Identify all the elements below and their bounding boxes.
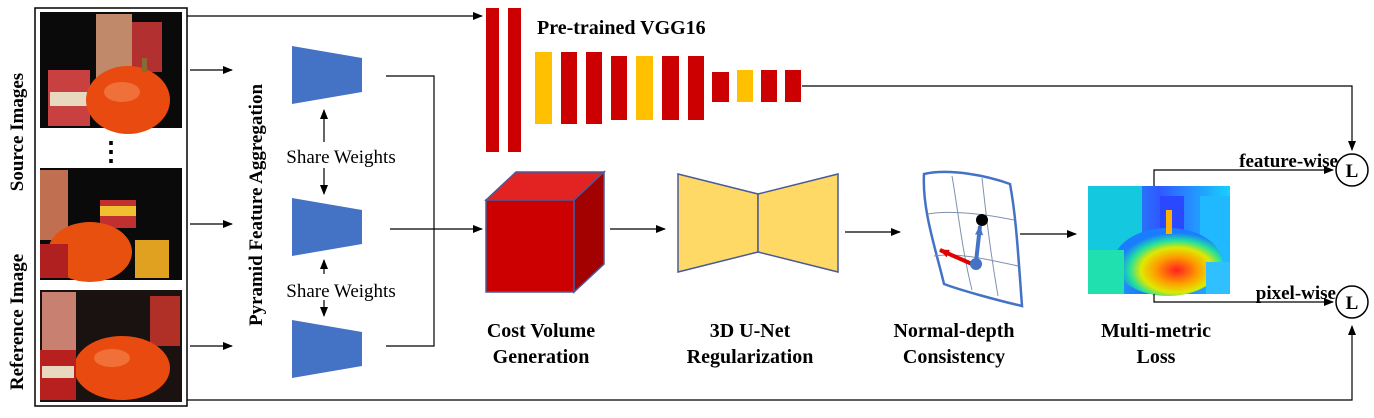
label-reference-image: Reference Image xyxy=(7,254,28,390)
vgg-layer-4 xyxy=(561,52,577,124)
label-multi-metric-line1: Multi-metric xyxy=(1101,320,1211,342)
vgg-layer-6 xyxy=(611,56,627,120)
label-vgg16: Pre-trained VGG16 xyxy=(537,17,706,39)
vgg-layer-1 xyxy=(486,8,499,152)
label-share-weights-bottom: Share Weights xyxy=(286,281,395,302)
unet-block xyxy=(677,173,839,273)
feature-loss-node xyxy=(1335,153,1369,187)
label-normal-depth-line1: Normal-depth xyxy=(893,320,1014,342)
label-unet-line2: Regularization xyxy=(687,346,814,368)
label-normal-depth-line2: Consistency xyxy=(903,346,1005,368)
cost-volume-cube xyxy=(484,170,606,294)
arrow-to-pixel-loss xyxy=(187,325,1356,401)
reference-image xyxy=(40,290,182,402)
vgg16-network xyxy=(486,8,801,152)
vgg-layer-3 xyxy=(535,52,552,124)
vgg-layer-2 xyxy=(508,8,521,152)
ellipsis: ⋮ xyxy=(98,137,124,166)
arrow-to-pixel-loss-from-depth xyxy=(1153,294,1334,306)
label-pixel-wise: pixel-wise xyxy=(1256,283,1336,304)
vgg-layer-10 xyxy=(712,72,729,102)
vgg-layer-8 xyxy=(662,56,679,120)
arrow-vgg-to-feature-loss xyxy=(802,85,1356,151)
label-unet-line1: 3D U-Net xyxy=(710,320,791,342)
pixel-loss-node xyxy=(1335,285,1369,319)
vgg-layer-11 xyxy=(737,70,753,102)
depth-map xyxy=(1088,186,1230,296)
vgg-layer-9 xyxy=(688,56,704,120)
source-image-2 xyxy=(40,168,182,282)
pixel-loss-symbol: L xyxy=(1346,293,1359,314)
source-image-1 xyxy=(40,12,182,134)
encoder-output-bracket xyxy=(386,75,435,347)
label-share-weights-top: Share Weights xyxy=(286,147,395,168)
encoder-2 xyxy=(292,198,362,256)
label-feature-wise: feature-wise xyxy=(1239,151,1338,172)
label-pyramid-feature-aggregation: Pyramid Feature Aggregation xyxy=(246,84,267,326)
feature-loss-symbol: L xyxy=(1346,161,1359,182)
encoder-1 xyxy=(292,46,362,104)
vgg-layer-7 xyxy=(636,56,653,120)
encoder-3 xyxy=(292,320,362,378)
normal-depth-surface xyxy=(922,170,1024,308)
label-cost-volume-line2: Generation xyxy=(493,346,590,368)
label-multi-metric-line2: Loss xyxy=(1137,346,1176,368)
vgg-layer-12 xyxy=(761,70,777,102)
arrow-to-feature-loss xyxy=(1153,166,1334,186)
vgg-layer-5 xyxy=(586,52,602,124)
image-stack-frame xyxy=(34,7,188,407)
vgg-layer-13 xyxy=(785,70,801,102)
label-source-images: Source Images xyxy=(7,73,28,191)
label-cost-volume-line1: Cost Volume xyxy=(487,320,595,342)
